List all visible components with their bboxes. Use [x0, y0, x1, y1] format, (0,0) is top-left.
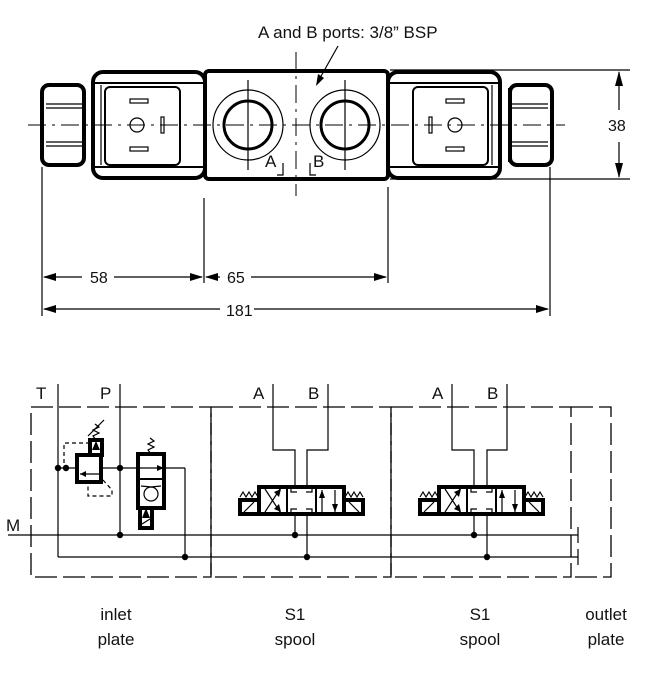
caption-outlet-line1: outlet — [585, 605, 627, 624]
outlet-plate-outline — [571, 406, 612, 578]
caption-spool2-line2: spool — [460, 630, 501, 649]
spool-1-outline — [210, 406, 392, 578]
caption-inlet-line2: plate — [98, 630, 135, 649]
gauge-port-label: M — [6, 516, 20, 535]
spool-2-outline — [390, 406, 572, 578]
hydraulic-schematic: T P M — [6, 384, 612, 578]
pressure-port-label: P — [100, 384, 111, 403]
height-value: 38 — [608, 118, 626, 135]
inlet-plate-outline — [30, 406, 212, 578]
spool-1-port-b-label: B — [308, 384, 319, 403]
solenoid-check-valve-symbol — [136, 437, 166, 530]
port-a-label: A — [265, 152, 277, 171]
spool-1-port-a-label: A — [253, 384, 265, 403]
caption-inlet-line1: inlet — [100, 605, 131, 624]
note-arrow-icon — [316, 74, 324, 86]
spool-valve-1: A B — [238, 384, 365, 561]
spool-2-port-a-label: A — [432, 384, 444, 403]
caption-outlet-line2: plate — [588, 630, 625, 649]
note-leader-line — [319, 45, 339, 79]
module-captions: inlet plate S1 spool S1 spool outlet pla… — [98, 605, 628, 649]
tank-port-label: T — [36, 384, 46, 403]
total-length-value: 181 — [226, 303, 253, 320]
body-length-value: 65 — [227, 270, 245, 287]
valve-top-view: A and B ports: 3/8” BSP — [28, 23, 630, 320]
caption-spool1-line1: S1 — [285, 605, 306, 624]
length-dimensions: 58 65 181 — [41, 167, 551, 320]
spool-valve-2: A B — [418, 384, 545, 561]
caption-spool2-line1: S1 — [470, 605, 491, 624]
port-b-label: B — [313, 152, 324, 171]
coil-length-value: 58 — [90, 270, 108, 287]
spool-2-port-b-label: B — [487, 384, 498, 403]
relief-valve-symbol — [63, 419, 113, 497]
caption-spool1-line2: spool — [275, 630, 316, 649]
height-dimension: 38 — [390, 69, 630, 180]
ports-note: A and B ports: 3/8” BSP — [258, 23, 438, 42]
